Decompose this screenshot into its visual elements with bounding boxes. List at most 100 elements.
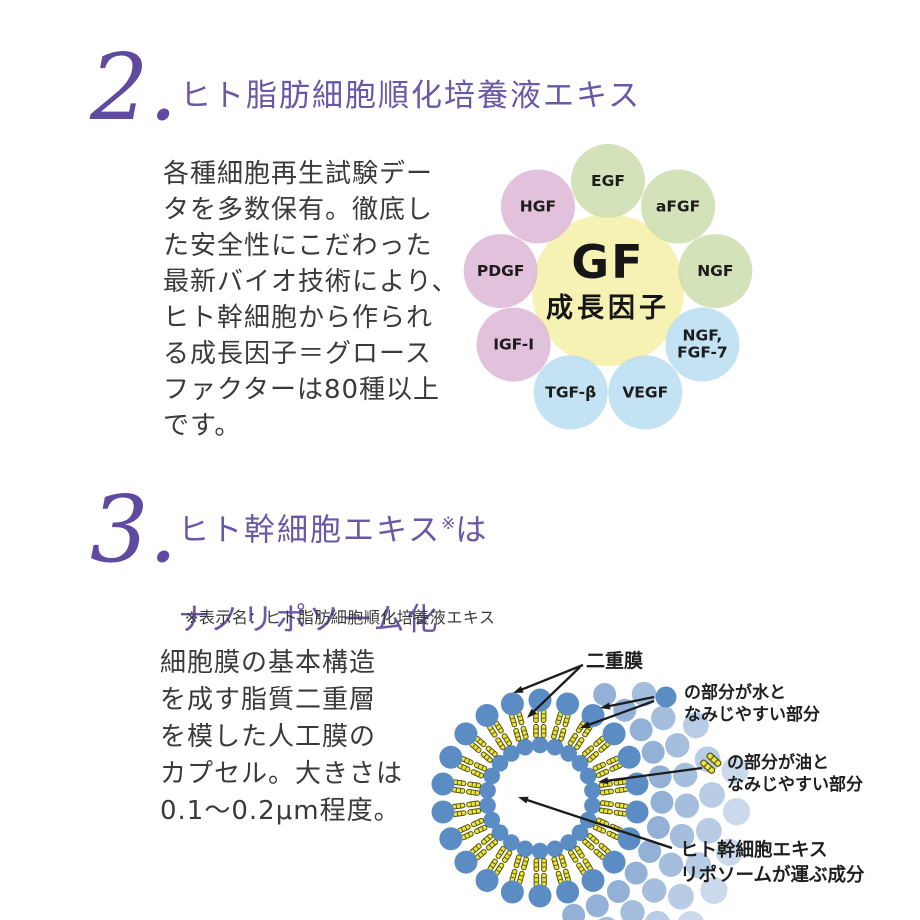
faded-liposome-circle [700,876,728,905]
petal-label-pdgf: PDGF [477,262,525,280]
inner-head-circle [479,782,496,799]
petal-label-vegf: VEGF [622,383,668,401]
cargo-arrow-head [518,796,529,804]
lipid-tail-pair [469,735,487,753]
faded-liposome-circle [641,740,665,764]
bilayer-label: 二重膜 [586,650,644,672]
lipid-tail-pair [466,781,482,796]
gf-center-circle [532,214,684,366]
faded-liposome-circle [644,910,670,920]
inner-head-circle [503,834,520,851]
faded-liposome-circle [722,798,751,826]
section2-title: ヒト脂肪細胞順化培養液エキス [180,78,642,114]
petal-afgf [641,169,716,244]
outer-head-circle [581,868,605,892]
faded-liposome-circle [638,839,662,863]
inner-head-circle [579,767,597,785]
faded-liposome-circle [620,900,645,920]
inner-head-circle [560,834,577,851]
petal-vegf [608,355,683,430]
outer-head-circle [439,827,463,851]
petal-pdgf [463,234,538,309]
section3-number: 3. [90,476,178,583]
lipid-tail-pair [613,802,629,817]
faded-liposome-circle [672,762,698,788]
faded-liposome-circle [648,765,672,789]
lipid-tail-pair [575,720,593,738]
petal-label-egf: EGF [591,172,625,190]
water-arrow-1-head [600,702,611,710]
lipid-tail-pair [469,843,487,861]
hydrophilic-label: の部分が水と なみじやすい部分 [684,683,820,725]
lipid-tail-pair [533,709,547,723]
section3-note: ※表示名：ヒト脂肪細胞順化培養液エキス [185,608,496,627]
bilayer-arrow-inner [530,666,581,715]
petal-ngf-fgf-7 [665,307,740,382]
outer-head-circle [617,745,641,769]
faded-liposome-circle [667,883,694,910]
oil-arrow-head [598,777,609,785]
bilayer-arrow-outer [518,663,584,692]
section3-title: ヒト幹細胞エキス※は ナノリポソーム化 [178,502,488,643]
section3-title-line2: ナノリポソーム化 [178,602,440,639]
liposome-diagram [431,663,751,920]
faded-liposome-circle [715,838,743,866]
bilayer-arrow-inner-head [527,708,537,718]
faded-liposome-circle [685,852,712,879]
petal-label-tgf: TGF-β [545,383,596,401]
inner-head-circle [491,824,509,842]
faded-liposome-circle [650,790,674,814]
section3-title-line1: ヒト幹細胞エキス [178,512,442,549]
petal-ngf [678,234,753,309]
outer-head-circle [454,850,478,874]
outer-head-circle [439,745,463,769]
faded-liposome-circle [642,878,667,903]
faded-liposome-circle [678,911,704,920]
inner-head-circle [546,738,564,756]
oil-arrow [603,766,703,783]
lipid-tail-pair [533,858,547,872]
section3-title-asterisk: ※ [441,514,456,534]
faded-liposome-circle [658,852,684,877]
lipophilic-label: の部分が油と なみじやすい部分 [727,753,863,795]
cargo-arrow [523,797,673,850]
inner-head-circle [584,782,601,799]
faded-liposome-circle [665,733,690,758]
inner-head-circle [531,842,549,860]
faded-liposome-circle [651,705,676,731]
lipid-tail-pair [457,824,474,841]
faded-liposome-circle [694,746,721,773]
lipid-tail-pair [495,733,512,751]
section2-number: 2. [90,34,178,141]
lipid-tail-pair [487,858,505,876]
faded-liposome-circle [695,817,722,844]
outer-head-circle [556,880,580,904]
outer-head-circle [431,772,455,796]
inner-head-circle [546,840,564,858]
lipid-tail-pair [592,761,610,779]
water-arrow-1 [605,695,655,708]
outer-head-circle [528,688,552,712]
faded-liposome-circle [682,712,709,739]
faded-liposome-circle [598,916,615,920]
water-head-icon [655,686,677,708]
inner-head-circle [560,745,577,762]
inner-head-circle [479,797,496,814]
outer-head-circle [528,884,552,908]
faded-liposome-circle [674,793,699,818]
lipid-tail-pair [551,854,567,871]
faded-liposome-circle [624,861,648,885]
lipid-tail-pair [568,845,585,863]
section2-body: 各種細胞再生試験デー タを多数保有。徹底し た安全性にこだわった 最新バイオ技術… [163,159,459,441]
faded-liposome-circle [593,683,617,707]
lipid-tail-pair [533,724,547,738]
gf-center-label: GF [571,235,644,289]
outer-head-circle [500,880,524,904]
bilayer-arrow-outer-head [513,685,524,693]
lipid-tail-pair [613,778,629,794]
lipid-tail-pair [470,817,488,835]
petal-hgf [500,169,575,244]
cargo-label: ヒト幹細胞エキス リポソームが運ぶ成分 [680,840,865,886]
faded-liposome-circle [585,894,609,918]
